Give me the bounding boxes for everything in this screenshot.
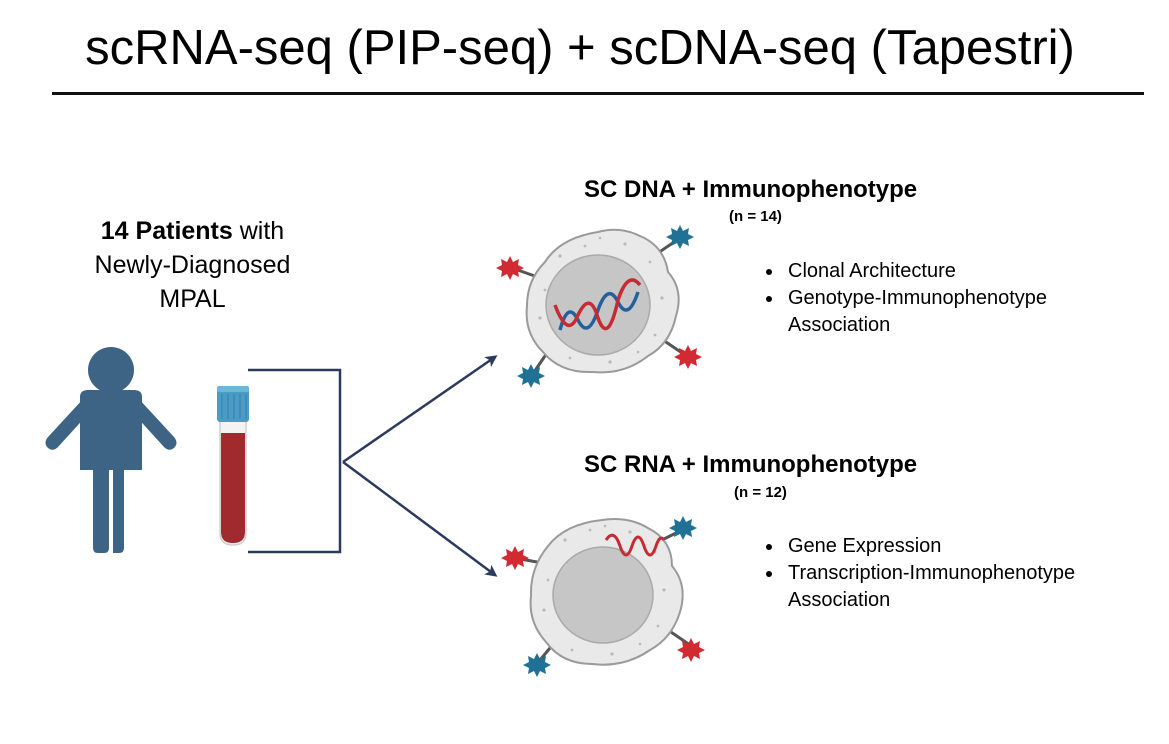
rna-strand-icon xyxy=(604,533,666,557)
page-title: scRNA-seq (PIP-seq) + scDNA-seq (Tapestr… xyxy=(85,21,1075,75)
arrow-to-rna xyxy=(342,460,498,577)
split-bracket xyxy=(248,368,342,554)
rna-panel-bullets: Gene Expression Transcription-Immunophen… xyxy=(759,533,1075,614)
list-item: Transcription-Immunophenotype xyxy=(759,560,1075,587)
patients-line1-rest: with xyxy=(232,217,285,245)
rna-panel-title: SC RNA + Immunophenotype xyxy=(584,451,918,478)
rna-panel-n: (n = 12) xyxy=(734,484,787,501)
blood-tube-icon xyxy=(217,386,249,546)
dna-panel-n: (n = 14) xyxy=(729,208,782,225)
rna-cell-icon xyxy=(501,516,705,677)
patients-line3: MPAL xyxy=(159,285,226,313)
list-item: Gene Expression xyxy=(759,533,1075,560)
patients-label: 14 Patients with Newly-Diagnosed MPAL xyxy=(40,214,345,316)
arrow-to-dna xyxy=(342,355,498,464)
list-item-continuation: Association xyxy=(788,589,891,611)
patients-line2: Newly-Diagnosed xyxy=(94,251,291,279)
dna-panel-title: SC DNA + Immunophenotype xyxy=(584,176,918,203)
list-item-continuation: Association xyxy=(788,314,891,336)
dna-cell-icon xyxy=(496,225,702,388)
list-item: Clonal Architecture xyxy=(759,258,1047,285)
dna-helix-icon xyxy=(553,278,642,331)
receptor-marker-icon xyxy=(496,225,702,388)
patients-count: 14 Patients xyxy=(100,217,233,245)
person-icon xyxy=(45,347,177,553)
dna-panel-bullets: Clonal Architecture Genotype-Immunopheno… xyxy=(759,258,1047,339)
list-item: Genotype-Immunophenotype xyxy=(759,285,1047,312)
title-divider xyxy=(52,92,1144,95)
receptor-marker-icon xyxy=(501,516,705,677)
